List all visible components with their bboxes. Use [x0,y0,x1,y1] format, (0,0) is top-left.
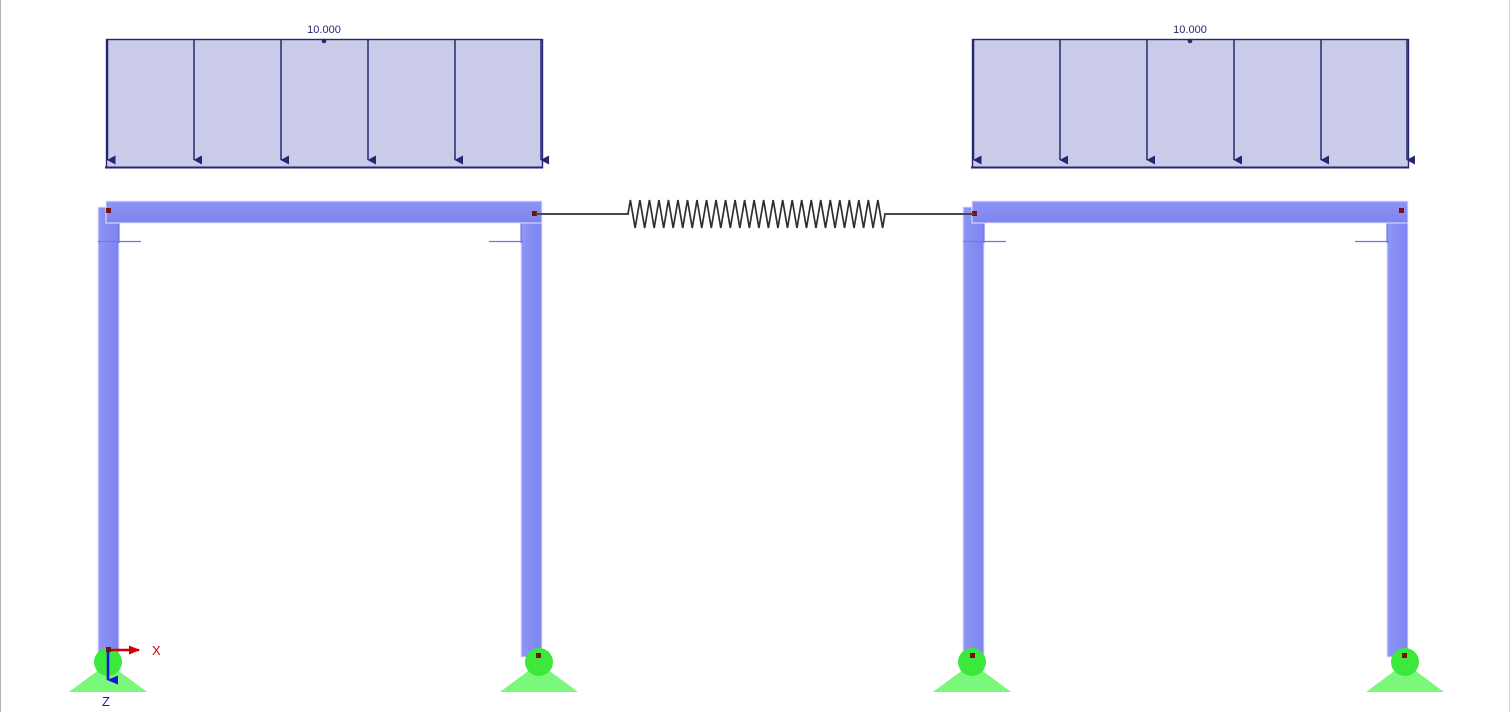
load-arrows-left [106,40,549,165]
support-triangle [933,663,1011,692]
load-arrows-right [972,40,1415,165]
axis-z-label: Z [102,694,110,709]
support-triangle [1366,663,1444,692]
node-marker-support-3 [970,653,975,658]
load-value-anchor-right [1187,38,1193,44]
node-left-top-right[interactable] [532,211,537,216]
support-3[interactable] [933,648,1011,692]
column-left-outer[interactable] [97,206,120,658]
frame-right[interactable] [962,200,1409,658]
node-right-top-right[interactable] [1399,208,1404,213]
beam-right[interactable] [971,200,1409,224]
load-value-left: 10.000 [307,24,341,36]
support-2[interactable] [500,648,578,692]
support-roller-circle [958,648,986,676]
load-area-left [105,38,544,169]
node-right-top-left[interactable] [972,211,977,216]
column-left-inner[interactable] [520,206,543,658]
load-area-right [971,38,1410,169]
support-triangle [500,663,578,692]
support-roller-circle [525,648,553,676]
load-block-left[interactable]: 10.000 [105,24,549,169]
support-4[interactable] [1366,648,1444,692]
support-roller-circle [1391,648,1419,676]
beam-left[interactable] [105,200,543,224]
node-marker-support-4 [1402,653,1407,658]
column-right-outer[interactable] [1386,206,1409,658]
coordinate-axes: X Z [102,643,161,709]
frame-left[interactable] [97,200,543,658]
node-left-top-left[interactable] [106,208,111,213]
axis-x-label: X [152,643,161,658]
column-right-inner[interactable] [962,206,985,658]
load-value-anchor-left [321,38,327,44]
node-marker-support-2 [536,653,541,658]
load-block-right[interactable]: 10.000 [971,24,1415,169]
spring-coil [627,199,886,229]
node-marker-origin [106,647,111,652]
load-value-right: 10.000 [1173,24,1207,36]
spring-coupling[interactable] [536,199,974,229]
